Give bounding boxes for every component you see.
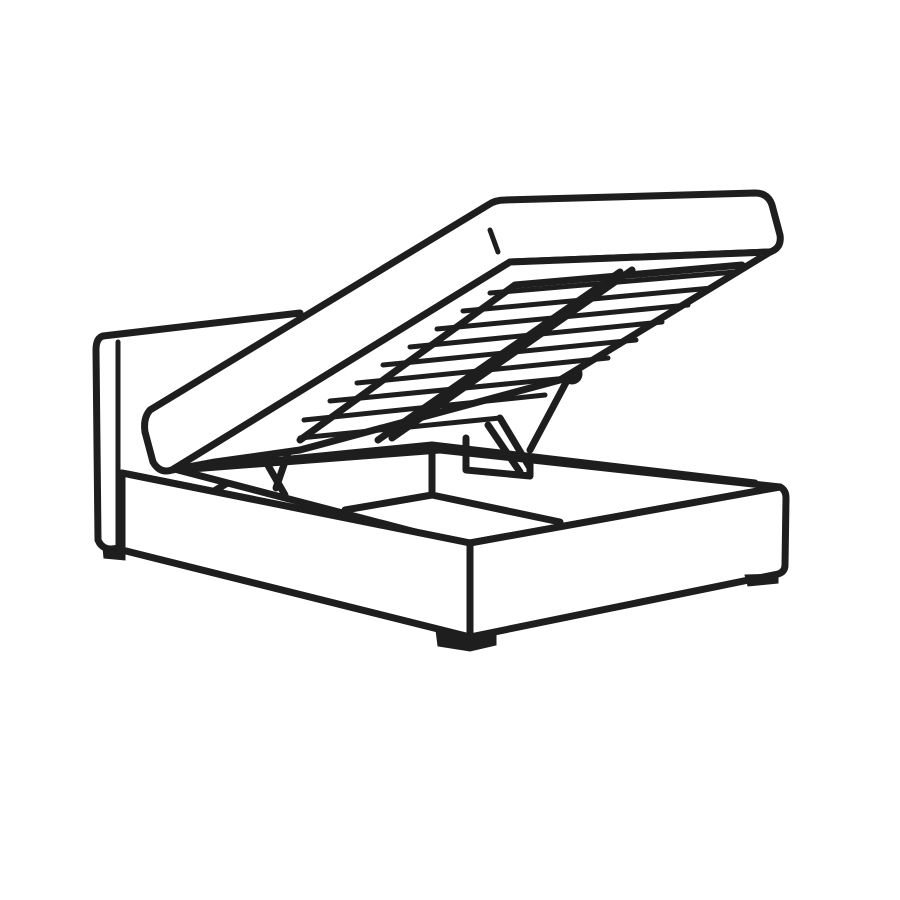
- left-strut-lower: [258, 451, 289, 499]
- center-beam-2: [388, 266, 636, 442]
- storage-inner-bottom-edge: [341, 491, 564, 526]
- storage-right-wall: [428, 441, 759, 487]
- lifted-platform: [141, 189, 784, 475]
- mattress-top: [141, 189, 784, 475]
- foot-left: [102, 547, 126, 561]
- right-strut-arm-2: [496, 414, 534, 472]
- right-strut-arm: [484, 421, 524, 476]
- mattress-edge-line: [487, 227, 501, 255]
- slat-frame-inner: [296, 261, 746, 444]
- center-beam: [374, 268, 624, 444]
- right-strut-piston: [526, 371, 574, 454]
- foot-right: [744, 573, 779, 587]
- bed-base: [102, 469, 790, 652]
- foot-front: [435, 629, 497, 652]
- base-right-face: [466, 483, 790, 641]
